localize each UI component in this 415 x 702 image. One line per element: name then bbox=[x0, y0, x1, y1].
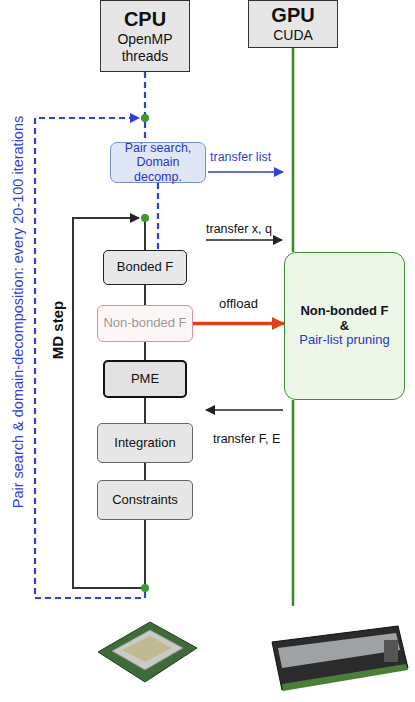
card-bracket bbox=[384, 640, 398, 662]
chip-substrate bbox=[98, 622, 197, 682]
sync-dot bbox=[141, 214, 149, 222]
pair-search-loop bbox=[35, 118, 145, 598]
node-text: & bbox=[340, 319, 349, 334]
card-pcb-edge bbox=[282, 664, 408, 691]
connector bbox=[193, 322, 284, 326]
node-text: Pair-list pruning bbox=[299, 333, 389, 348]
chip-label-area bbox=[122, 636, 172, 662]
node-text: Pair search, Domain decomp. bbox=[114, 141, 202, 184]
cpu-illustration bbox=[98, 622, 197, 682]
node-text: CUDA bbox=[273, 27, 313, 43]
edge-label: offload bbox=[219, 297, 258, 312]
transfer-label: transfer x, q bbox=[206, 222, 272, 236]
node-text: Integration bbox=[114, 436, 175, 451]
transfer-label: transfer F, E bbox=[213, 432, 280, 446]
connector bbox=[144, 398, 146, 423]
process-box: Integration bbox=[97, 423, 193, 463]
chip-lid bbox=[112, 630, 183, 670]
transfer-arrow bbox=[206, 409, 283, 411]
node-text: OpenMP threads bbox=[104, 31, 186, 63]
gpu-work-box: Non-bonded F&Pair-list pruning bbox=[284, 252, 405, 400]
processor-box: CPUOpenMP threads bbox=[100, 0, 190, 72]
connector bbox=[144, 342, 146, 360]
process-box: Pair search, Domain decomp. bbox=[110, 142, 206, 183]
node-text: CPU bbox=[124, 8, 166, 31]
node-text: PME bbox=[131, 372, 159, 387]
loop-label: MD step bbox=[49, 301, 66, 359]
connector bbox=[144, 285, 146, 305]
node-text: Constraints bbox=[112, 493, 178, 508]
gpu-illustration bbox=[272, 626, 408, 691]
card-body bbox=[272, 626, 408, 690]
sync-dot bbox=[141, 114, 149, 122]
node-text: Non-bonded F bbox=[300, 304, 388, 319]
node-text: GPU bbox=[271, 4, 314, 27]
processor-box: GPUCUDA bbox=[248, 0, 338, 48]
connector bbox=[144, 72, 146, 142]
node-text: Non-bonded F bbox=[103, 316, 186, 331]
connector bbox=[292, 48, 295, 252]
transfer-label: transfer list bbox=[210, 150, 271, 164]
gpu-timeline bbox=[292, 400, 295, 606]
connector bbox=[157, 183, 159, 250]
process-box: PME bbox=[103, 360, 187, 398]
process-box: Bonded F bbox=[103, 250, 187, 285]
loop-label: Pair search & domain-decomposition: ever… bbox=[10, 116, 27, 509]
sync-dot bbox=[141, 584, 149, 592]
node-text: Bonded F bbox=[117, 260, 173, 275]
connector bbox=[144, 463, 146, 480]
offloaded-box: Non-bonded F bbox=[97, 305, 193, 342]
card-shroud bbox=[278, 633, 400, 668]
process-box: Constraints bbox=[97, 480, 193, 520]
transfer-arrow bbox=[206, 239, 282, 241]
cpu-timeline bbox=[144, 520, 146, 588]
cpu-timeline bbox=[144, 218, 146, 250]
transfer-arrow bbox=[208, 171, 283, 173]
